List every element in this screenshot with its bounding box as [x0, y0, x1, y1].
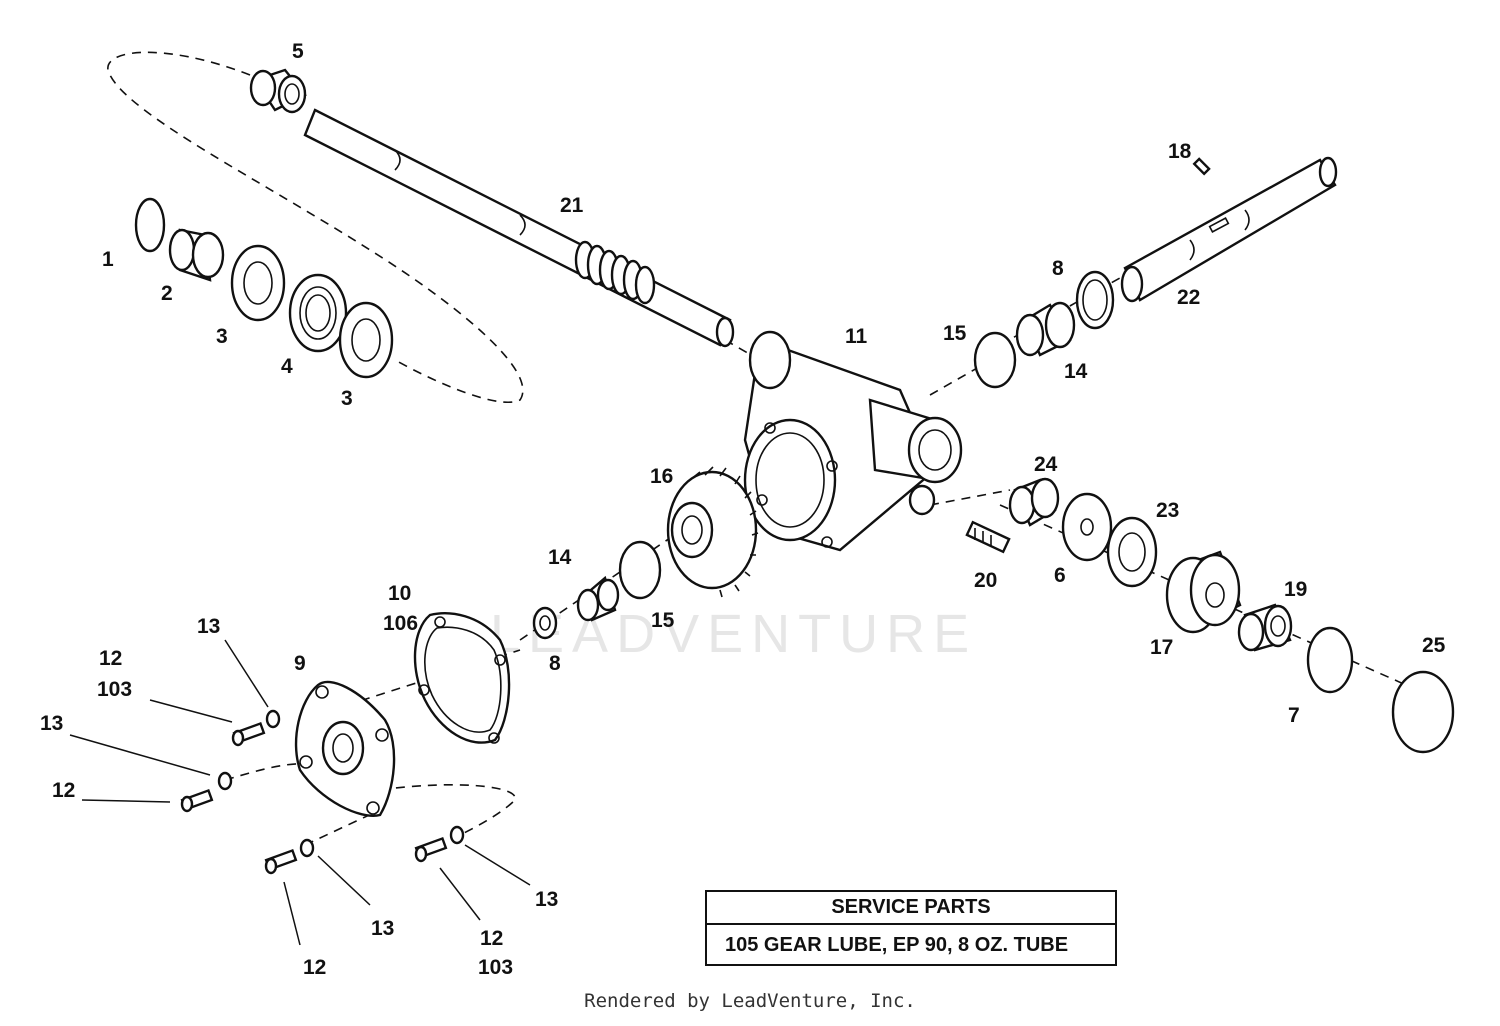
part-8-seal-upper: [1075, 270, 1115, 330]
callout-15-upper: 15: [943, 322, 967, 345]
part-3-washer-upper: [230, 244, 286, 322]
part-22-output-shaft: [1120, 156, 1338, 303]
callout-13c: 13: [371, 917, 394, 940]
bolt-and-washer-set: [180, 709, 465, 875]
part-10-gasket: [413, 612, 511, 744]
callout-3a: 3: [216, 325, 228, 348]
callout-103b: 103: [478, 956, 513, 979]
part-11-gear-housing: [743, 330, 963, 552]
part-23-washer: [1106, 516, 1158, 588]
callout-13b: 13: [40, 712, 63, 735]
callout-14-lower: 14: [548, 546, 572, 569]
part-17-collar: [1165, 550, 1242, 634]
callout-25: 25: [1422, 634, 1446, 657]
part-5-bushing: [249, 68, 307, 114]
callout-3b: 3: [341, 387, 353, 410]
callout-5: 5: [292, 40, 304, 63]
callout-11: 11: [845, 325, 868, 348]
part-6-washer: [1061, 492, 1113, 562]
callout-17: 17: [1150, 636, 1173, 659]
part-21-worm-shaft: [303, 108, 735, 348]
part-16-spur-gear: [666, 466, 759, 598]
part-15-ring-lower: [618, 540, 662, 600]
leader-lines: [69, 639, 531, 946]
part-8-seal-lower: [532, 606, 558, 640]
callout-19: 19: [1284, 578, 1307, 601]
callout-9: 9: [294, 652, 306, 675]
part-9-end-cover: [294, 680, 396, 817]
footer-credit: Rendered by LeadVenture, Inc.: [584, 990, 916, 1012]
callout-1: 1: [102, 248, 114, 271]
callout-12d: 12: [480, 927, 503, 950]
part-3-washer-lower: [338, 301, 394, 379]
callout-23: 23: [1156, 499, 1179, 522]
callout-8-upper: 8: [1052, 257, 1064, 280]
callout-22: 22: [1177, 286, 1200, 309]
service-parts-table: SERVICE PARTS 105 GEAR LUBE, EP 90, 8 OZ…: [705, 890, 1117, 966]
callout-7: 7: [1288, 704, 1300, 727]
part-24-bushing: [1008, 477, 1060, 527]
callout-10: 10: [388, 582, 411, 605]
callout-21: 21: [560, 194, 584, 217]
callout-6: 6: [1054, 564, 1066, 587]
watermark: LEADVENTURE: [490, 604, 977, 664]
callout-14-upper: 14: [1064, 360, 1088, 383]
service-parts-item: 105 GEAR LUBE, EP 90, 8 OZ. TUBE: [725, 934, 1069, 956]
callout-8-lower: 8: [549, 652, 561, 675]
part-7-snap-ring: [1306, 626, 1354, 694]
callout-18: 18: [1168, 140, 1192, 163]
callout-12b: 12: [52, 779, 75, 802]
callout-labels: 1 2 3 4 3 5 21 11 18 8 22 15 14 24 23 16…: [40, 40, 1446, 979]
part-15-ring-upper: [973, 331, 1017, 389]
part-18-key: [1192, 157, 1211, 176]
service-parts-title: SERVICE PARTS: [707, 892, 1115, 925]
part-14-bushing-upper: [1015, 301, 1076, 357]
part-1-retaining-ring: [134, 197, 166, 253]
callout-16: 16: [650, 465, 673, 488]
callout-24: 24: [1034, 453, 1058, 476]
part-14-bushing-lower: [576, 575, 620, 622]
callout-15-lower: 15: [651, 609, 675, 632]
callout-13d: 13: [535, 888, 558, 911]
callout-20: 20: [974, 569, 997, 592]
callout-103a: 103: [97, 678, 132, 701]
callout-4: 4: [281, 355, 293, 378]
part-25-o-ring: [1391, 670, 1455, 754]
callout-106: 106: [383, 612, 418, 635]
part-2-bushing: [168, 228, 225, 282]
callout-2: 2: [161, 282, 173, 305]
callout-12a: 12: [99, 647, 122, 670]
callout-12c: 12: [303, 956, 326, 979]
part-4-thrust-bearing: [288, 273, 348, 353]
part-20-set-screw: [965, 520, 1011, 554]
worm-thread: [574, 240, 656, 305]
callout-13a: 13: [197, 615, 220, 638]
part-19-bushing: [1237, 603, 1293, 652]
